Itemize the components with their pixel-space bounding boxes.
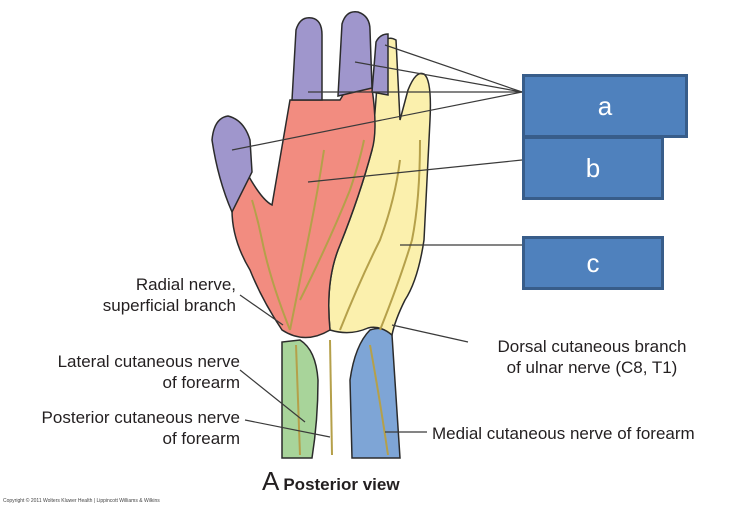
label-posterior-line2: of forearm xyxy=(162,429,240,448)
label-medial-cutaneous: Medial cutaneous nerve of forearm xyxy=(432,424,695,443)
nerve-branches xyxy=(251,139,421,456)
figure-title-letter: A xyxy=(262,466,280,496)
lateral-cutaneous-region xyxy=(281,339,319,459)
answer-box-b[interactable]: b xyxy=(522,136,664,200)
label-dorsal-line2: of ulnar nerve (C8, T1) xyxy=(506,358,678,377)
label-radial-line1: Radial nerve, xyxy=(135,275,236,294)
label-posterior-line1: Posterior cutaneous nerve xyxy=(41,408,240,427)
label-dorsal-line1: Dorsal cutaneous branch xyxy=(497,337,687,356)
median-region-middle xyxy=(337,11,373,97)
radial-region xyxy=(231,87,376,339)
label-lateral-cutaneous: Lateral cutaneous nerve of forearm xyxy=(58,351,240,393)
figure-title-text: Posterior view xyxy=(283,475,400,494)
label-radial-nerve: Radial nerve, superficial branch xyxy=(103,274,236,316)
median-region-ring-half xyxy=(371,33,389,96)
answer-box-a[interactable]: a xyxy=(522,74,688,138)
medial-cutaneous-region xyxy=(349,327,401,459)
label-posterior-cutaneous: Posterior cutaneous nerve of forearm xyxy=(42,407,240,449)
copyright-notice: Copyright © 2011 Wolters Kluwer Health |… xyxy=(3,498,160,504)
label-dorsal-ulnar: Dorsal cutaneous branch of ulnar nerve (… xyxy=(472,336,712,378)
label-radial-line2: superficial branch xyxy=(102,296,236,315)
median-region-index xyxy=(291,17,323,101)
label-lateral-line1: Lateral cutaneous nerve xyxy=(57,352,240,371)
answer-box-c[interactable]: c xyxy=(522,236,664,290)
label-lateral-line2: of forearm xyxy=(162,373,240,392)
leader-lines xyxy=(231,44,523,438)
median-region-thumb xyxy=(211,115,253,214)
